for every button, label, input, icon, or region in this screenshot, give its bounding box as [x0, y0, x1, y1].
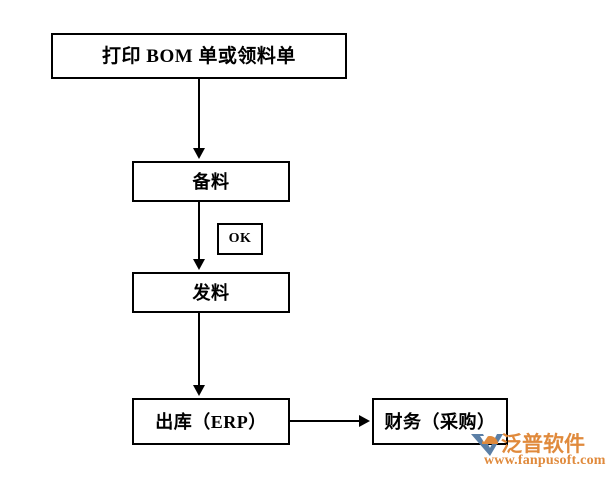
node-finance-purchasing[interactable]: 财务（采购） [372, 398, 508, 445]
node-finance-purchasing-label: 财务（采购） [384, 411, 496, 432]
node-prepare-material-label: 备料 [192, 171, 230, 192]
arrowhead-down-icon [193, 259, 205, 270]
node-print-bom-label: 打印 BOM 单或领料单 [102, 45, 296, 67]
watermark-brand-text: 泛普软件 [501, 432, 585, 456]
edge-label-ok[interactable]: OK [217, 223, 263, 255]
connector-issue-to-outbound [198, 313, 200, 387]
connector-print-to-prepare [198, 79, 200, 150]
node-outbound-erp[interactable]: 出库（ERP） [132, 398, 290, 445]
node-issue-material-label: 发料 [192, 282, 230, 303]
watermark-url-text: www.fanpusoft.com [484, 453, 606, 468]
edge-label-ok-text: OK [228, 231, 252, 246]
connector-outbound-to-finance [290, 420, 362, 422]
arrowhead-down-icon [193, 385, 205, 396]
node-print-bom[interactable]: 打印 BOM 单或领料单 [51, 33, 347, 79]
connector-prepare-to-issue [198, 202, 200, 261]
arrowhead-right-icon [359, 415, 370, 427]
node-outbound-erp-label: 出库（ERP） [155, 411, 267, 432]
node-prepare-material[interactable]: 备料 [132, 161, 290, 202]
node-issue-material[interactable]: 发料 [132, 272, 290, 313]
arrowhead-down-icon [193, 148, 205, 159]
